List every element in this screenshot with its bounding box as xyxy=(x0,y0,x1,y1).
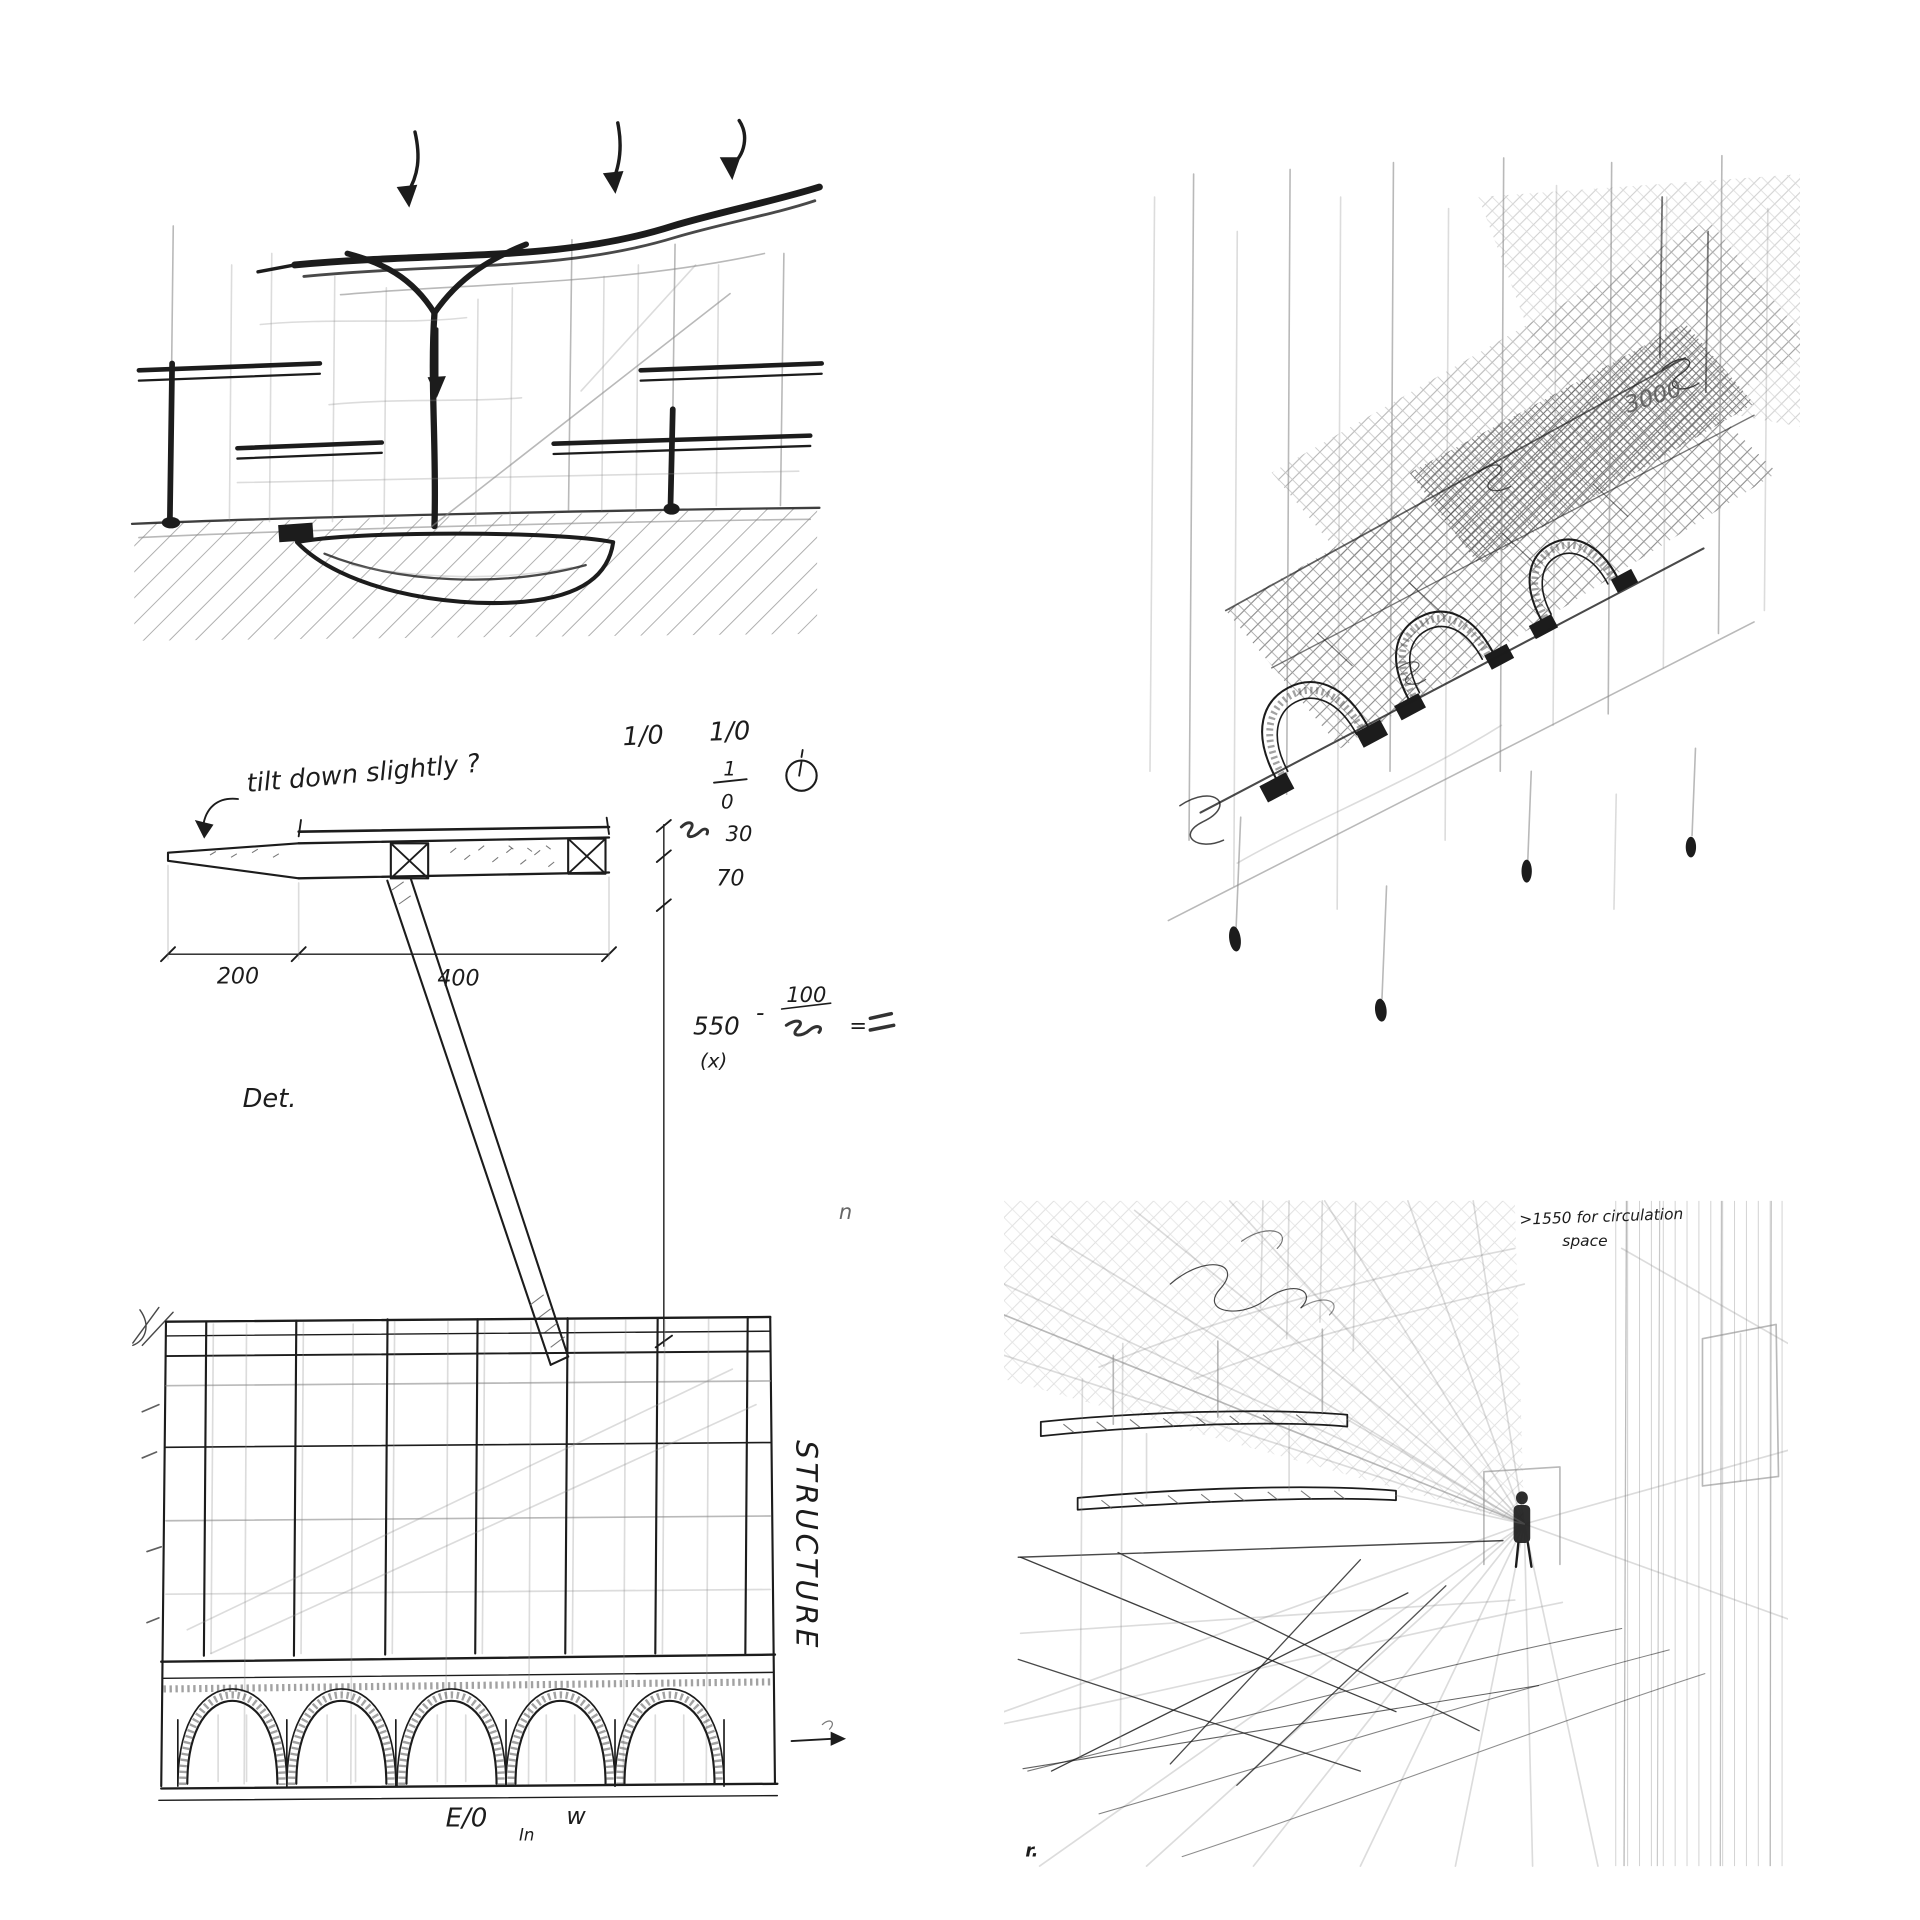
detail-dimension-sketch: tilt down slightly ? xyxy=(158,708,906,1408)
clearance-note-line1: >1550 for circulation xyxy=(1519,1205,1684,1229)
interior-perspective-svg: >1550 for circulation space r. xyxy=(1004,1200,1788,1867)
stray-n-mark: n xyxy=(839,1200,852,1224)
mullions xyxy=(202,1315,749,1785)
beam-assembly xyxy=(166,816,611,880)
facade-perspective-svg: 3000 xyxy=(1149,154,1800,1022)
fraction-bar xyxy=(713,778,748,784)
elevation-sketch-svg: STRUCTURE E/0 w In xyxy=(132,1306,847,1843)
ground-hatch xyxy=(130,506,821,641)
interior-perspective-sketch: >1550 for circulation space r. xyxy=(1004,1200,1788,1867)
down-arrow-icons xyxy=(396,118,747,208)
scribble-swirls xyxy=(1179,358,1700,845)
dim-100-label: 100 xyxy=(786,983,826,1007)
right-wall xyxy=(1607,1200,1788,1867)
dim-x-label: (x) xyxy=(700,1049,727,1072)
ceiling-scribbles xyxy=(1169,1200,1788,1352)
dim-550-label: 550 xyxy=(693,1012,740,1041)
floor xyxy=(1004,1523,1788,1867)
zigzag-braces xyxy=(1017,1342,1540,1786)
right-arrow-icon xyxy=(790,1720,847,1746)
ceiling xyxy=(1004,1200,1788,1525)
tilt-note-arrow-icon xyxy=(194,797,239,839)
corner-scribbles xyxy=(132,1306,757,1655)
diagonal-strut xyxy=(386,877,570,1366)
plumb-drops xyxy=(1229,747,1697,1022)
w-label: w xyxy=(566,1802,586,1830)
dim-70-label: 70 xyxy=(716,865,744,891)
columns xyxy=(161,225,785,529)
clock-symbol-icon xyxy=(785,759,818,792)
arcade-arches xyxy=(158,1688,779,1802)
dim-30-label: 30 xyxy=(726,822,753,846)
scribble-after-equals xyxy=(868,1011,896,1032)
clock-symbol-hand xyxy=(798,749,804,777)
tilt-note: tilt down slightly ? xyxy=(245,749,481,799)
fraction-numerator: 1 xyxy=(723,758,736,781)
ratio-b-label: 1/0 xyxy=(709,716,751,747)
ratio-notes: 1/0 1/0 1 0 xyxy=(622,716,818,813)
building-section-sketch xyxy=(98,116,858,643)
fraction-denominator: 0 xyxy=(721,790,734,813)
clearance-note-line2: space xyxy=(1562,1232,1607,1250)
corridor-end xyxy=(1483,1466,1561,1568)
floor-slabs xyxy=(136,316,824,484)
detail-sketch-svg: tilt down slightly ? xyxy=(160,716,896,1366)
dim-200-label: 200 xyxy=(217,963,259,989)
tall-pencil-lines xyxy=(1149,154,1769,910)
section-sketch-svg xyxy=(130,118,824,641)
e0-label: E/0 xyxy=(446,1803,488,1833)
dim-400-label: 400 xyxy=(437,966,479,992)
roof-line xyxy=(256,183,823,296)
elevation-frame xyxy=(160,1315,777,1788)
equals-sign: = xyxy=(849,1013,867,1037)
red-signature-mark: r. xyxy=(1025,1841,1038,1862)
basement-pod xyxy=(278,522,616,606)
diagonal-brace xyxy=(431,264,731,527)
minus-sign: - xyxy=(756,999,764,1027)
wall-window xyxy=(1701,1323,1780,1487)
structure-label: STRUCTURE xyxy=(789,1440,823,1651)
arch-row xyxy=(1167,538,1755,922)
cantilever-shelves xyxy=(1039,1328,1526,1525)
facade-perspective-sketch: 3000 xyxy=(1065,110,1800,1065)
ratio-a-label: 1/0 xyxy=(622,720,665,752)
tree-column xyxy=(344,241,529,530)
det-label: Det. xyxy=(243,1084,297,1114)
horizontal-dimension xyxy=(160,864,617,963)
elevation-sketch: STRUCTURE E/0 w In xyxy=(110,1298,857,1843)
vertical-dimension xyxy=(654,819,710,1349)
figure-silhouette xyxy=(1513,1491,1533,1568)
struck-out-number xyxy=(780,1002,832,1037)
in-label: In xyxy=(519,1826,534,1843)
canopy-crosshatch xyxy=(1224,174,1800,749)
floor-lines xyxy=(160,1350,777,1693)
